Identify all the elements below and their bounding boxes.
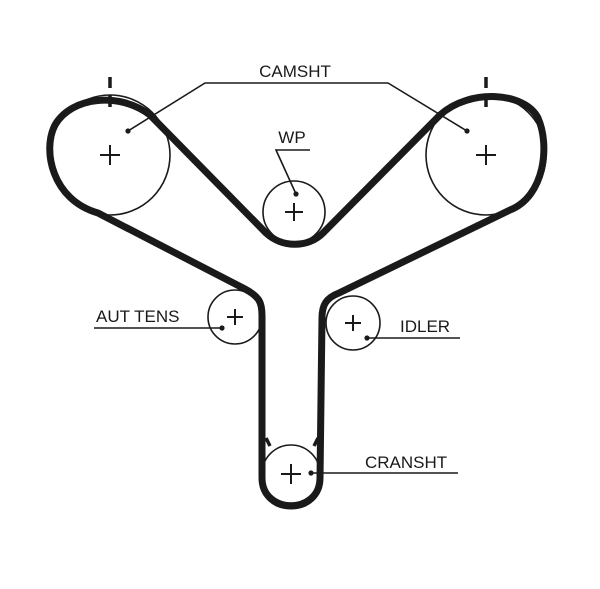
idler-pulley: [325, 295, 381, 351]
water-pump-label: WP: [278, 128, 305, 147]
idler-leader: [364, 335, 460, 341]
idler-label: IDLER: [400, 317, 450, 336]
crankshaft-label: CRANSHT: [365, 453, 447, 472]
water-pump-leader: [274, 149, 310, 197]
auto-tensioner-leader: [94, 325, 225, 331]
crank-timing-mark-left: [264, 437, 272, 447]
crankshaft-leader: [308, 470, 458, 476]
camshaft-leader: [125, 82, 470, 134]
camshaft-label: CAMSHT: [259, 62, 331, 81]
timing-belt: [46, 93, 548, 510]
auto-tensioner-label: AUT TENS: [96, 307, 179, 326]
